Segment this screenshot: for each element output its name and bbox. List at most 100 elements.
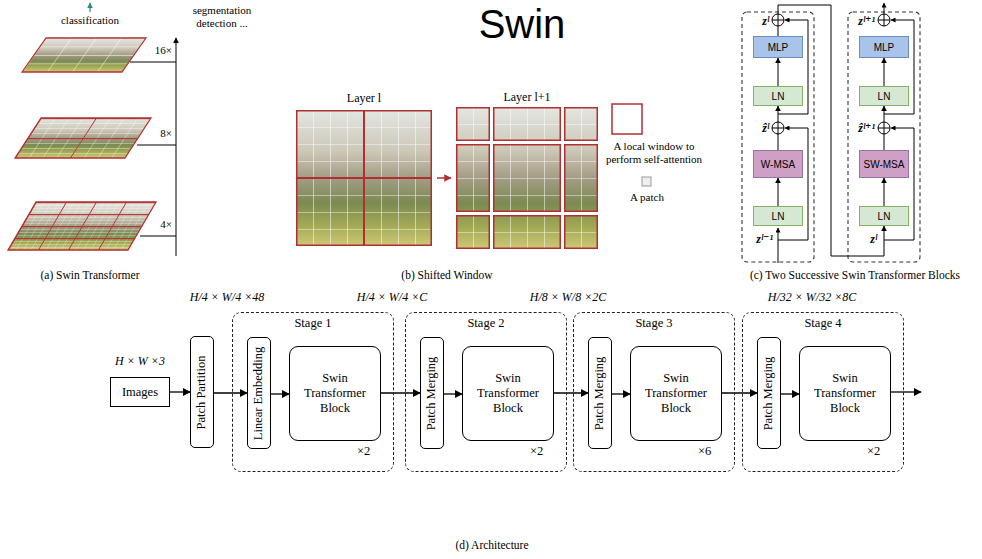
legend-samples (612, 104, 642, 134)
window-grid-layer-l-plus-1 (456, 107, 598, 249)
flow-arrow (170, 391, 190, 392)
label-slot: Layer l (319, 91, 409, 105)
process-box: Patch Merging (420, 337, 444, 449)
stage-title: Stage 4 (743, 316, 903, 331)
feature-pyramid (8, 202, 156, 250)
mlp-box: MLP (859, 36, 909, 58)
norm-box: LN (753, 206, 803, 226)
feature-pyramid (15, 118, 151, 158)
window-grid-layer-l-plus-1 (564, 107, 598, 141)
feature-pyramid (130, 62, 176, 63)
norm-box: LN (859, 86, 909, 106)
node-text: LN (878, 91, 891, 102)
window-grid-layer-l (297, 111, 365, 179)
node-text: Swin Transformer Block (635, 371, 717, 416)
flow-arrow (722, 392, 757, 393)
window-grid-layer-l-plus-1 (565, 108, 598, 141)
feature-pyramid (22, 38, 146, 72)
panel-caption: (a) Swin Transformer (40, 269, 139, 281)
legend-item: A local window to perform self-attention (598, 140, 710, 166)
window-grid-layer-l-plus-1 (456, 107, 598, 249)
sum-symbol (772, 14, 784, 26)
window-grid-layer-l-plus-1 (456, 107, 598, 249)
feature-pyramid (15, 118, 151, 158)
attention-box: W-MSA (753, 150, 803, 178)
sum-symbol (878, 14, 890, 26)
flow-arrow (884, 58, 885, 86)
feature-pyramid (15, 118, 151, 158)
axis-label: 4× (160, 218, 172, 230)
process-box: Patch Partition (190, 336, 214, 448)
feature-pyramid (15, 118, 151, 158)
node-text: Patch Merging (593, 356, 608, 430)
stage-group: Stage 4×2Patch MergingSwin Transformer B… (742, 312, 904, 472)
feature-pyramid (22, 38, 146, 72)
feature-pyramid (8, 202, 156, 250)
block-box: Swin Transformer Block (289, 346, 381, 441)
sum-symbol (878, 122, 890, 134)
label-slot: 8× (142, 127, 172, 140)
node-text: MLP (768, 42, 789, 53)
title-slot: Swin (422, 2, 622, 46)
label-slot: H/4 × W/4 ×48 (172, 290, 282, 304)
window-grid-layer-l-plus-1 (456, 144, 490, 212)
window-grid-layer-l-plus-1 (456, 107, 598, 249)
block-box: Swin Transformer Block (630, 346, 722, 441)
window-grid-layer-l-plus-1 (456, 107, 598, 249)
label-slot: classification (35, 14, 145, 27)
feature-pyramid (8, 202, 156, 250)
panel-caption: (d) Architecture (455, 539, 528, 551)
dimension-label: H/32 × W/32 ×8C (768, 290, 857, 304)
stage-group: Stage 1×2Linear EmbeddingSwin Transforme… (232, 312, 394, 472)
axis-label: segmentation detection ... (193, 4, 252, 29)
node-text: Swin Transformer Block (294, 371, 376, 416)
feature-symbol: zˡ (870, 232, 877, 246)
window-grid-layer-l (296, 110, 432, 246)
label-slot: zˡ (850, 232, 877, 246)
flow-arrow (778, 178, 779, 206)
feature-pyramid (15, 118, 151, 158)
window-grid-layer-l-plus-1 (456, 107, 598, 249)
axis-label: 16× (155, 44, 172, 56)
stage-group: Stage 2×2Patch MergingSwin Transformer B… (405, 312, 567, 472)
node-text: Swin Transformer Block (467, 371, 549, 416)
label-slot: 16× (142, 44, 172, 57)
block-frames (742, 12, 814, 262)
feature-symbol: zˡ⁺¹ (858, 14, 875, 28)
axis-label: 8× (160, 127, 172, 139)
feature-pyramid (137, 145, 176, 146)
flow-arrow (444, 393, 462, 394)
window-grid-layer-l-plus-1 (493, 107, 561, 141)
label-slot: (a) Swin Transformer (5, 268, 175, 282)
node-text: Patch Merging (762, 356, 777, 430)
stage-group: Stage 3×6Patch MergingSwin Transformer B… (573, 312, 735, 472)
dimension-label: H × W ×3 (115, 354, 165, 368)
connector-layer (170, 5, 884, 394)
legend-item: A patch (607, 191, 687, 204)
flow-arrow (271, 393, 289, 394)
window-grid-layer-l-plus-1 (456, 107, 598, 249)
label-slot: H/8 × W/8 ×2C (513, 290, 623, 304)
flow-arrow (612, 393, 630, 394)
feature-pyramid (8, 202, 156, 250)
node-text: MLP (874, 42, 895, 53)
window-grid-layer-l-plus-1 (456, 107, 598, 249)
window-grid-layer-l-plus-1 (456, 107, 598, 249)
window-grid-layer-l (364, 178, 432, 246)
window-grid-layer-l-plus-1 (494, 145, 561, 212)
block-frames (848, 12, 920, 262)
node-text: LN (878, 211, 891, 222)
axis-label: Layer l+1 (503, 90, 550, 104)
legend-text: A patch (630, 191, 664, 203)
window-grid-layer-l-plus-1 (494, 108, 561, 141)
window-grid-layer-l-plus-1 (456, 107, 598, 249)
sum-symbol (772, 14, 784, 26)
node-text: Patch Merging (425, 356, 440, 430)
shift-arrow (437, 177, 451, 179)
residual-path (778, 228, 779, 263)
repeat-count: ×2 (867, 444, 897, 458)
label-slot: zˡ⁻¹ (745, 232, 773, 246)
repeat-count: ×2 (530, 444, 560, 458)
panel-caption: (c) Two Successive Swin Transformer Bloc… (750, 269, 960, 281)
